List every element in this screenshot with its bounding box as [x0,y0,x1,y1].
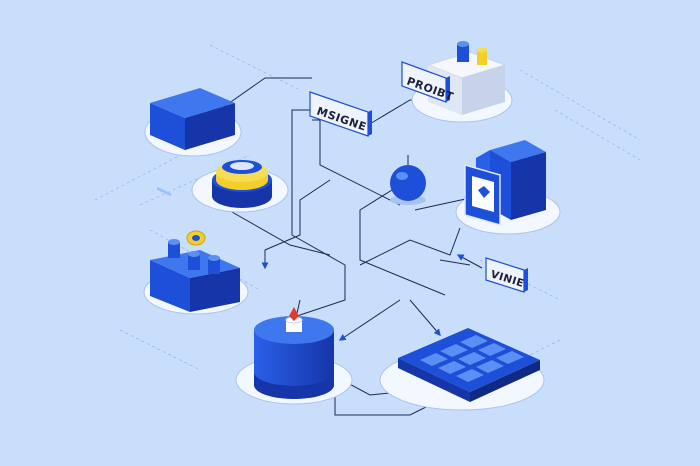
server-box-node[interactable] [144,88,242,197]
database-modules-node[interactable] [143,230,249,315]
stacked-disk-icon [212,160,272,208]
grid-tiles-icon [398,328,540,402]
node-sphere[interactable] [390,165,426,205]
cylinder-database-icon [254,307,334,399]
label-proibt: PROIBT [401,61,455,104]
label-msigne: MSIGNE [309,91,372,137]
storage-rack-node[interactable] [455,140,561,235]
database-modules-icon [150,230,240,312]
stacked-disk-node[interactable] [191,160,289,213]
cylinder-database-node[interactable] [235,307,353,405]
storage-rack-icon [464,140,546,226]
label-vinie: VINIE [485,257,528,293]
server-box-icon [150,88,235,197]
grid-tiles-node[interactable] [379,328,545,411]
node-sphere-icon [390,165,426,201]
